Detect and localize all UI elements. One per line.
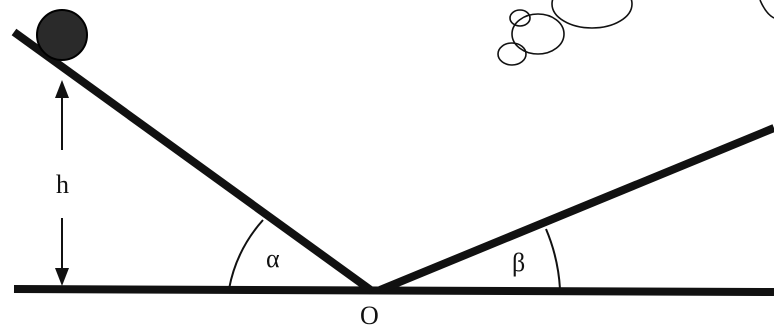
left-incline — [11, 28, 375, 295]
alpha-label: α — [266, 244, 280, 273]
vertex-label: O — [360, 301, 379, 327]
ball-icon — [36, 9, 88, 61]
ground-line — [13, 285, 774, 296]
cloud-icon — [497, 0, 774, 66]
right-incline — [378, 124, 774, 294]
alpha-arc — [228, 219, 264, 290]
height-arrow — [55, 80, 69, 286]
beta-label: β — [512, 248, 525, 277]
height-label: h — [56, 170, 69, 199]
beta-arc — [545, 228, 561, 290]
